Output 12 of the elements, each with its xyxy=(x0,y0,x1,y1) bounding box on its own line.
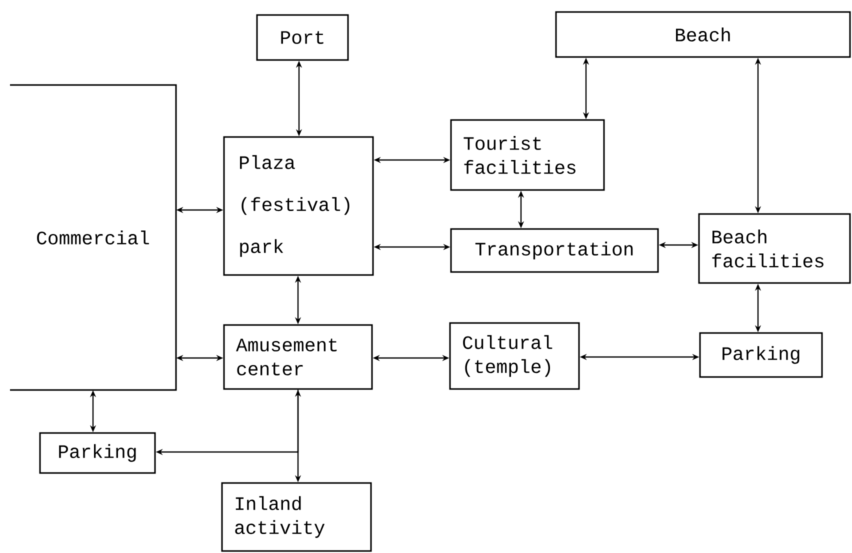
box: Amusement center xyxy=(223,324,373,390)
box: Commercial xyxy=(10,84,177,391)
box: Plaza (festival) park xyxy=(223,136,374,276)
box: Beach xyxy=(555,11,851,58)
box: Parking xyxy=(39,432,156,474)
box: Parking xyxy=(699,332,823,378)
box: Cultural (temple) xyxy=(449,322,580,390)
box: Transportation xyxy=(450,228,659,273)
box: Beach facilities xyxy=(698,213,851,284)
box: Tourist facilities xyxy=(450,119,605,191)
box: Port xyxy=(256,14,349,61)
box: Inland activity xyxy=(221,482,372,552)
